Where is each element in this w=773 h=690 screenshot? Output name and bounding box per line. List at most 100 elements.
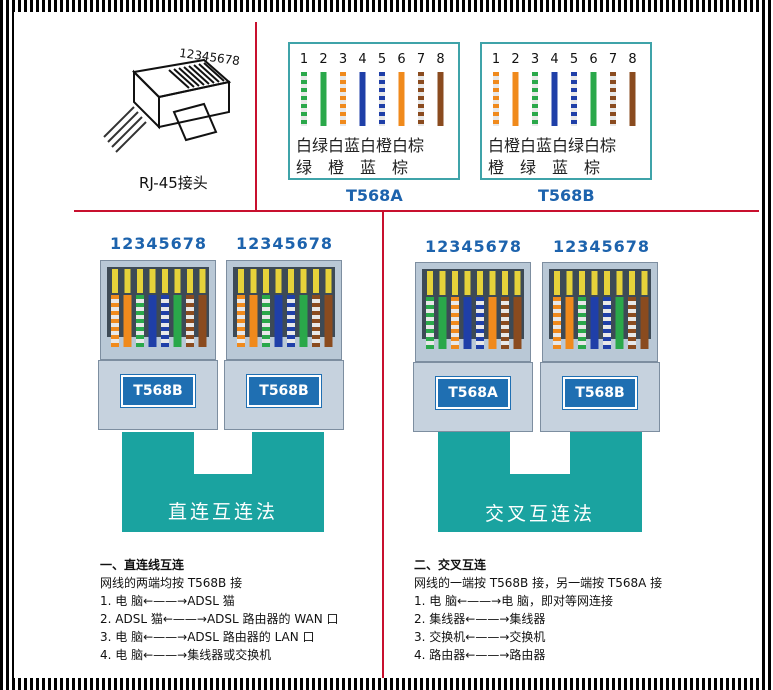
plug-wire-stripe [603, 329, 611, 333]
cross-left-wires [426, 271, 522, 349]
cross-cable-label: 交叉互连法 [484, 503, 595, 525]
cross-left-badge: T568A [435, 376, 511, 410]
cross-left-pin-numbers: 12345678 [425, 237, 523, 256]
wire-line-stripe [610, 120, 616, 124]
wire-line-stripe [571, 104, 577, 108]
plug-wire-stripe [426, 305, 434, 309]
plug-wire-stripe [136, 319, 144, 323]
plug-wire [565, 297, 574, 349]
plug-wire-stripe [501, 337, 509, 341]
plug-wire-stripe [578, 345, 586, 349]
plug-wire-stripe [136, 303, 144, 307]
straight-cable-gap [194, 432, 252, 474]
cross-notes-item: 3. 交换机←——→交换机 [414, 630, 546, 644]
t568b-colors-row1: 白橙白蓝白绿白棕 [488, 136, 617, 155]
plug-wire-stripe [312, 343, 320, 347]
t568b-label: T568B [538, 186, 595, 205]
plug-wire-stripe [628, 313, 636, 317]
plug-contact [263, 269, 269, 293]
plug-wire-stripe [553, 305, 561, 309]
wire-number: 5 [569, 52, 579, 67]
straight-left-badge: T568B [120, 374, 196, 408]
plug-wire-stripe [287, 295, 295, 299]
plug-wire [324, 295, 333, 347]
plug-wire-stripe [501, 297, 509, 301]
plug-contact [112, 269, 118, 293]
wire-line-stripe [571, 88, 577, 92]
plug-wire-stripe [578, 321, 586, 325]
straight-left-pin-numbers: 12345678 [110, 234, 208, 253]
plug-wire-stripe [161, 295, 169, 299]
wire-line-stripe [571, 112, 577, 116]
plug-wire-stripe [426, 321, 434, 325]
plug-contact [629, 271, 635, 295]
plug-wire-stripe [161, 343, 169, 347]
plug-wire-stripe [237, 343, 245, 347]
wire-line-stripe [340, 72, 346, 76]
plug-contact [591, 271, 598, 295]
wire-number: 2 [319, 52, 328, 67]
plug-wire-stripe [262, 343, 270, 347]
divider-horizontal [74, 210, 759, 212]
plug-wire-stripe [578, 337, 586, 341]
wire-number: 3 [338, 52, 348, 67]
wire-line-stripe [493, 112, 499, 116]
straight-notes-title: 一、直连线互连 [100, 558, 185, 572]
plug-wire [488, 297, 497, 349]
plug-wire-stripe [287, 303, 295, 307]
wire-line-stripe [340, 80, 346, 84]
wire-line-stripe [301, 72, 307, 76]
plug-contact [616, 271, 623, 295]
wire-line-stripe [379, 80, 385, 84]
plug-wire-stripe [476, 297, 484, 301]
wire-number: 6 [397, 52, 406, 67]
plug-contact [566, 271, 573, 295]
plug-wire-stripe [628, 329, 636, 333]
plug-wire-stripe [111, 335, 119, 339]
plug-contact [579, 271, 585, 295]
plug-wire [173, 295, 182, 347]
cross-notes-title: 二、交叉互连 [414, 558, 487, 572]
plug-wire-stripe [136, 295, 144, 299]
straight-notes-item: 3. 电 脑←——→ADSL 路由器的 LAN 口 [100, 630, 315, 644]
plug-wire-stripe [287, 327, 295, 331]
wire-number: 8 [436, 52, 445, 67]
wire-line-stripe [301, 104, 307, 108]
plug-contact [514, 271, 521, 295]
wire-line-stripe [532, 88, 538, 92]
plug-wire-stripe [262, 327, 270, 331]
plug-contact [149, 269, 156, 293]
plug-wire-stripe [262, 319, 270, 323]
wire-line-stripe [418, 112, 424, 116]
plug-wire [640, 297, 649, 349]
straight-notes: 一、直连线互连 网线的两端均按 T568B 接 1. 电 脑←——→ADSL 猫… [100, 556, 339, 664]
plug-contact [502, 271, 508, 295]
divider-top-vertical [255, 22, 257, 210]
plug-contact [489, 271, 496, 295]
wire-line [551, 72, 558, 126]
wire-line [320, 72, 327, 126]
plug-wire-stripe [476, 345, 484, 349]
plug-wire-stripe [237, 327, 245, 331]
plug-wire-stripe [312, 335, 320, 339]
plug-wire-stripe [553, 345, 561, 349]
plug-wire-stripe [553, 313, 561, 317]
plug-wire-stripe [476, 321, 484, 325]
plug-wire-stripe [312, 319, 320, 323]
plug-wire-stripe [262, 303, 270, 307]
plug-contact [641, 271, 648, 295]
straight-right-pin-numbers: 12345678 [236, 234, 334, 253]
wire-line-stripe [571, 80, 577, 84]
wire-line-stripe [418, 80, 424, 84]
plug-wire-stripe [578, 329, 586, 333]
plug-contact [275, 269, 282, 293]
wire-line-stripe [493, 120, 499, 124]
straight-right-wires [237, 269, 333, 347]
plug-wire-stripe [111, 327, 119, 331]
plug-wire-stripe [287, 343, 295, 347]
wire-line-stripe [610, 80, 616, 84]
plug-wire-stripe [111, 311, 119, 315]
plug-wire-stripe [501, 313, 509, 317]
plug-wire-stripe [287, 311, 295, 315]
